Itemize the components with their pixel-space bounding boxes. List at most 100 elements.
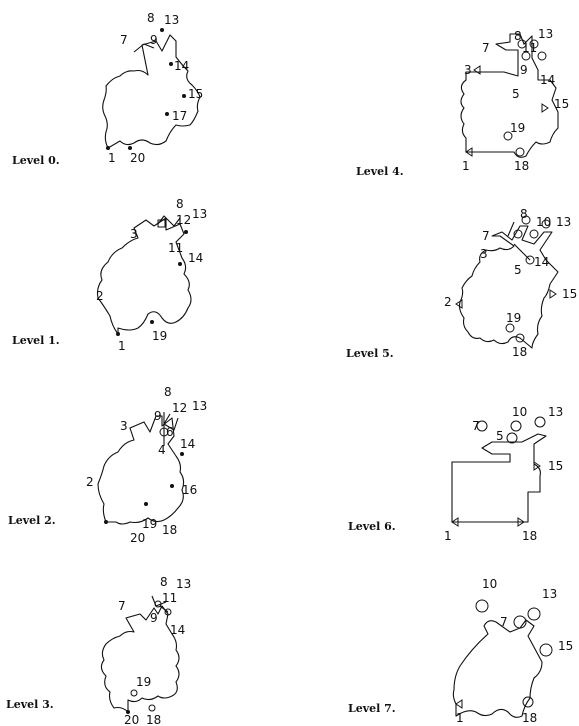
curve-level-7 [452, 619, 543, 718]
label-13: 13 [556, 215, 571, 229]
label-1: 1 [462, 159, 470, 173]
panel-level-3: 8 13 7 11 9 14 19 20 18 Level 3. [6, 575, 191, 726]
level-label: Level 4. [356, 165, 404, 178]
level-label: Level 2. [8, 514, 56, 527]
label-8: 8 [160, 575, 168, 589]
label-11: 11 [162, 591, 177, 605]
label-8: 8 [520, 207, 528, 221]
label-10: 10 [512, 405, 527, 419]
label-19: 19 [136, 675, 151, 689]
label-1: 1 [444, 529, 452, 543]
label-19: 19 [152, 329, 167, 343]
label-18: 18 [512, 345, 527, 359]
label-5: 5 [496, 429, 504, 443]
label-15: 15 [562, 287, 577, 301]
label-9: 9 [150, 33, 158, 47]
label-3: 3 [464, 63, 472, 77]
label-7: 7 [500, 615, 508, 629]
level-label: Level 3. [6, 698, 54, 711]
label-12: 12 [176, 213, 191, 227]
label-6: 6 [166, 425, 174, 439]
label-20: 20 [124, 713, 139, 726]
label-15: 15 [548, 459, 563, 473]
panel-level-2: 8 12 13 3 9 6 4 14 2 16 19 18 20 Level 2… [8, 385, 207, 545]
level-label: Level 7. [348, 702, 396, 715]
label-1: 1 [118, 339, 126, 353]
label-8: 8 [164, 385, 172, 399]
label-9: 9 [150, 611, 158, 625]
label-16: 16 [182, 483, 197, 497]
panel-level-0: 8 13 7 9 14 15 17 1 20 Level 0. [12, 11, 203, 167]
label-13: 13 [548, 405, 563, 419]
panel-level-6: 10 13 7 5 15 1 18 Level 6. [348, 405, 563, 543]
curve-level-2 [97, 415, 185, 525]
label-8: 8 [176, 197, 184, 211]
label-15: 15 [558, 639, 573, 653]
label-14: 14 [188, 251, 203, 265]
label-18: 18 [522, 711, 537, 725]
label-5: 5 [514, 263, 522, 277]
label-18: 18 [522, 529, 537, 543]
curve-level-1 [96, 217, 192, 335]
label-13: 13 [542, 587, 557, 601]
label-11: 11 [168, 241, 183, 255]
label-7: 7 [482, 229, 490, 243]
label-13: 13 [192, 207, 207, 221]
label-10: 10 [482, 577, 497, 591]
panel-level-7: 10 13 7 15 1 18 Level 7. [348, 577, 573, 725]
curve-level-0 [102, 34, 201, 149]
label-3: 3 [120, 419, 128, 433]
label-7: 7 [118, 599, 126, 613]
level-label: Level 1. [12, 334, 60, 347]
label-15: 15 [188, 87, 203, 101]
label-1: 1 [456, 711, 464, 725]
label-12: 12 [172, 401, 187, 415]
label-20: 20 [130, 531, 145, 545]
label-18: 18 [162, 523, 177, 537]
level-label: Level 0. [12, 154, 60, 167]
label-1: 1 [108, 151, 116, 165]
label-14: 14 [534, 255, 549, 269]
label-13: 13 [164, 13, 179, 27]
label-18: 18 [514, 159, 529, 173]
label-4: 4 [158, 443, 166, 457]
label-20: 20 [130, 151, 145, 165]
panel-level-1: 8 13 12 3 11 14 2 1 19 Level 1. [12, 197, 207, 353]
label-7: 7 [472, 419, 480, 433]
label-10: 10 [536, 215, 551, 229]
label-13: 13 [538, 27, 553, 41]
level-label: Level 5. [346, 347, 394, 360]
level-label: Level 6. [348, 520, 396, 533]
label-7: 7 [120, 33, 128, 47]
label-2: 2 [444, 295, 452, 309]
label-15: 15 [554, 97, 569, 111]
label-14: 14 [174, 59, 189, 73]
panel-level-5: 8 10 13 7 3 14 5 15 2 19 18 Level 5. [346, 207, 577, 360]
label-14: 14 [180, 437, 195, 451]
curve-level-5 [458, 225, 559, 349]
label-3: 3 [130, 227, 138, 241]
label-2: 2 [96, 289, 104, 303]
curve-level-3 [100, 605, 180, 713]
label-5: 5 [512, 87, 520, 101]
label-14: 14 [170, 623, 185, 637]
label-3: 3 [480, 247, 488, 261]
label-18: 18 [146, 713, 161, 726]
label-13: 13 [192, 399, 207, 413]
panel-level-4: 8 13 7 11 9 3 14 5 15 19 1 18 Level 4. [356, 27, 569, 178]
label-11: 11 [522, 41, 537, 55]
label-19: 19 [506, 311, 521, 325]
label-14: 14 [540, 73, 555, 87]
label-19: 19 [510, 121, 525, 135]
label-8: 8 [147, 11, 155, 25]
label-17: 17 [172, 109, 187, 123]
label-7: 7 [482, 41, 490, 55]
label-2: 2 [86, 475, 94, 489]
label-13: 13 [176, 577, 191, 591]
label-9: 9 [520, 63, 528, 77]
curve-level-6 [451, 433, 547, 523]
label-9: 9 [154, 409, 162, 423]
label-8: 8 [514, 29, 522, 43]
curve-level-4 [460, 33, 559, 158]
